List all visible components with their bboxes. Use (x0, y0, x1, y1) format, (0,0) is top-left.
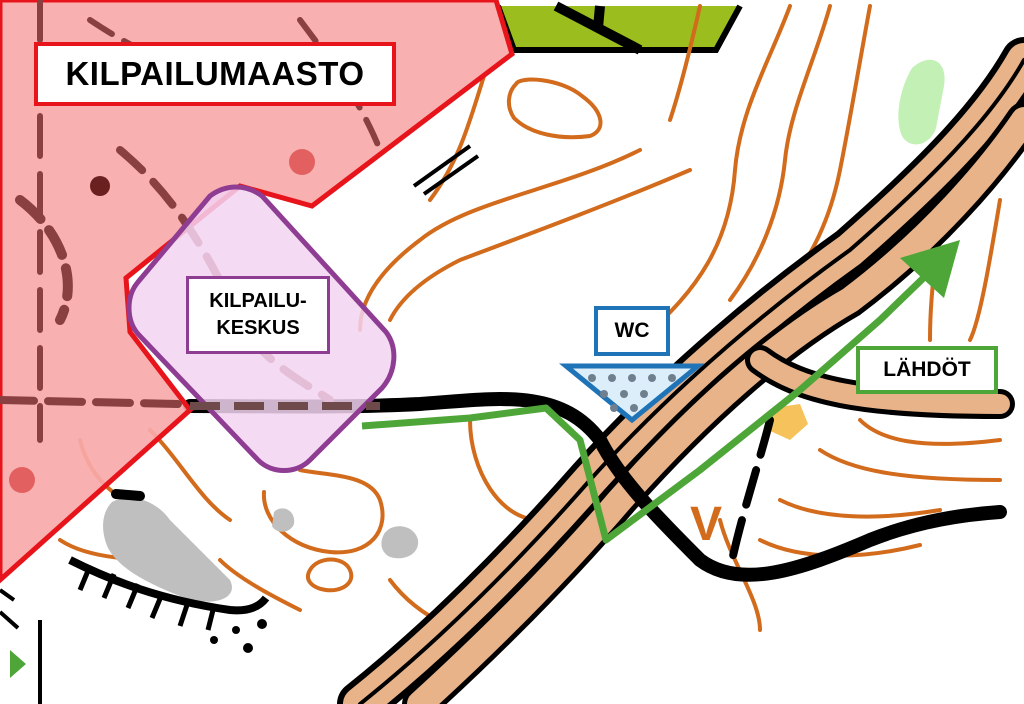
wc-label: WC (594, 306, 670, 356)
route-to-starts (361, 259, 943, 544)
wc-dots (588, 374, 676, 412)
left-edge-marks (0, 588, 20, 630)
competition-area-label-text: KILPAILUMAASTO (65, 55, 365, 92)
depression-v-symbol: V (690, 498, 722, 551)
major-road (337, 37, 1024, 704)
crossing-symbol (412, 144, 480, 196)
starts-label-text: LÄHDÖT (883, 358, 971, 381)
competition-center-label-line1: KILPAILU- (209, 290, 307, 312)
competition-center-label: KILPAILU- KESKUS (186, 276, 330, 354)
rock-areas (103, 497, 419, 602)
wc-label-text: WC (614, 319, 650, 342)
wc-area (558, 363, 706, 424)
competition-center-label-line2: KESKUS (216, 317, 300, 339)
dot-marks (210, 619, 267, 653)
cliff-line (68, 556, 270, 631)
starts-label: LÄHDÖT (856, 346, 998, 394)
field-black-marks (553, 1, 643, 55)
light-green-patch (898, 59, 945, 145)
competition-area-label: KILPAILUMAASTO (34, 42, 396, 106)
competition-area-dots (9, 149, 315, 493)
green-field (498, 6, 740, 50)
yellow-open-area (768, 404, 808, 440)
left-green-triangle (10, 650, 26, 678)
route-arrowhead (900, 240, 960, 298)
